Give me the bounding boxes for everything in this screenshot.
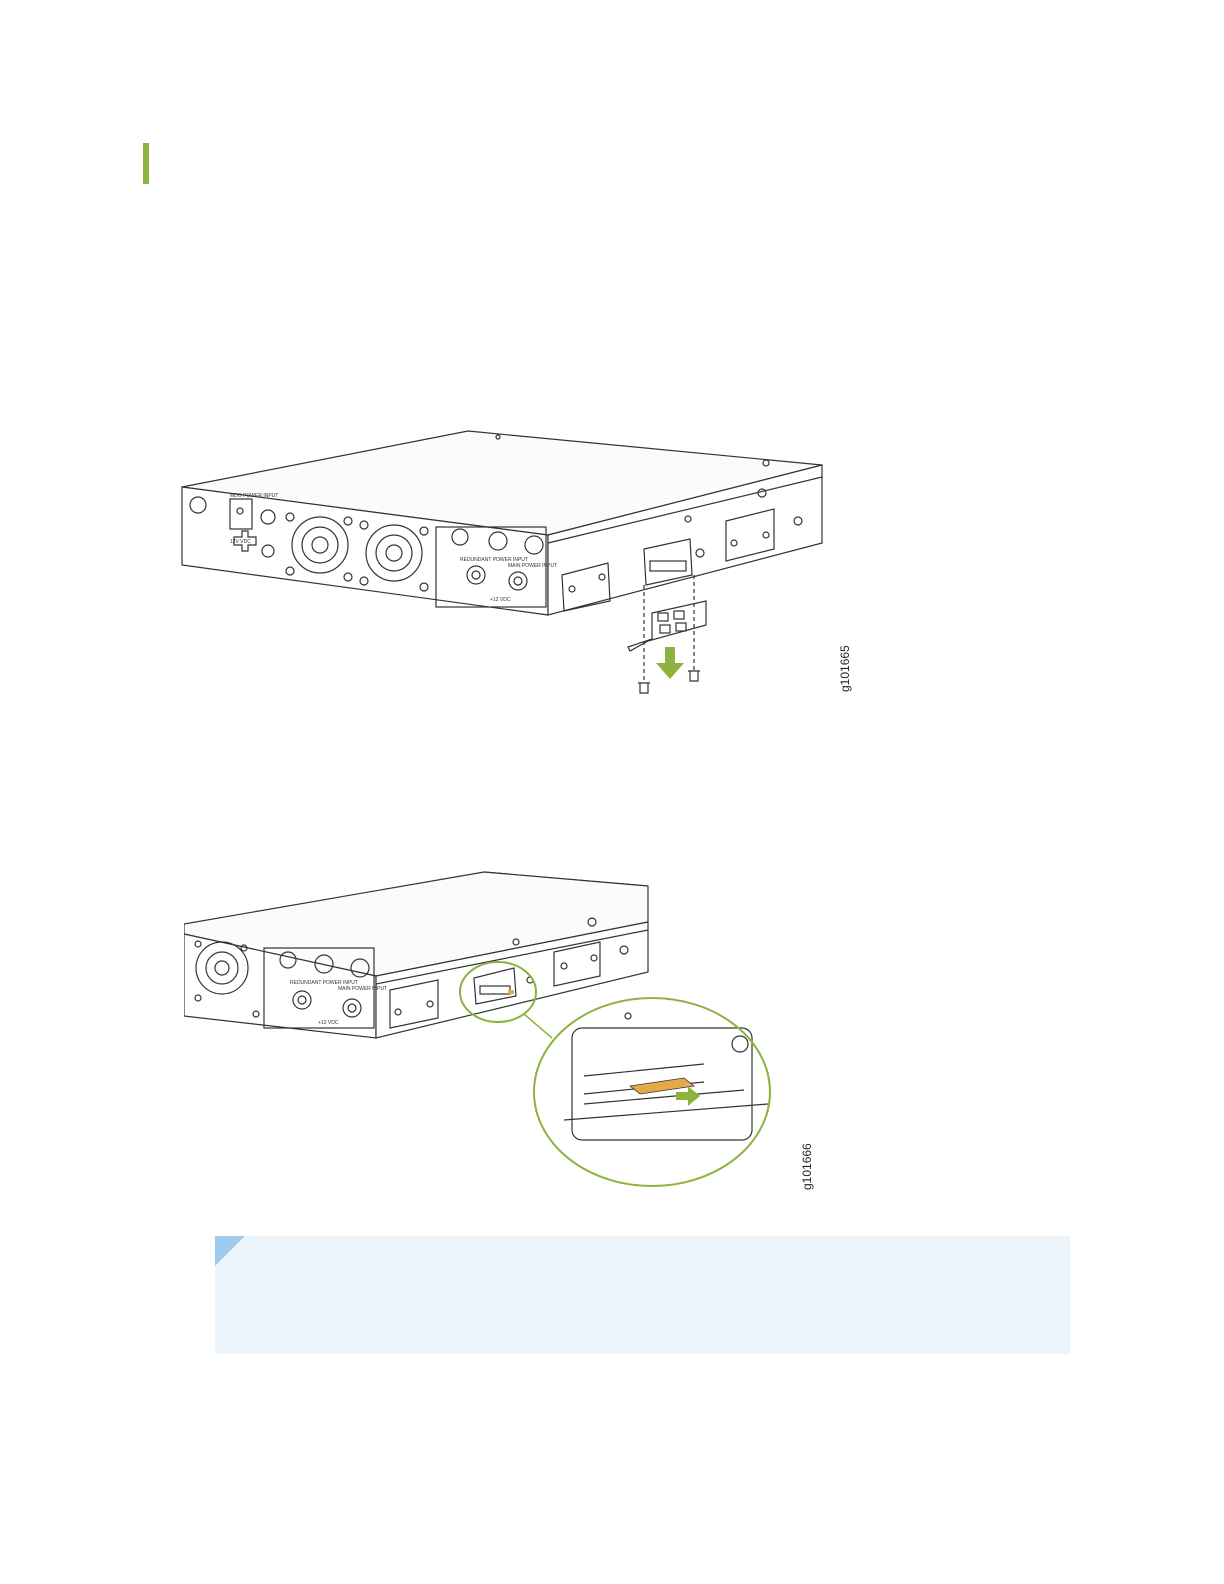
figure-id-2: g101666 <box>800 1143 814 1190</box>
figure-remove-bracket: MDO POWER INPUT 12V VDC REDUNDANT POWER … <box>178 425 858 715</box>
device-illustration-1: MDO POWER INPUT 12V VDC REDUNDANT POWER … <box>178 425 858 715</box>
label-dc-voltage: 12V VDC <box>230 539 251 545</box>
section-accent-bar <box>143 143 149 184</box>
label-main-power: MAIN POWER INPUT <box>508 563 557 569</box>
label-main-power-2: MAIN POWER INPUT <box>338 986 387 992</box>
figure-remove-card: REDUNDANT POWER INPUT MAIN POWER INPUT +… <box>184 868 814 1190</box>
label-dc-power: MDO POWER INPUT <box>230 493 278 499</box>
figure-id-1: g101665 <box>838 645 852 692</box>
label-vdc: +12 VDC <box>490 597 511 603</box>
device-illustration-2: REDUNDANT POWER INPUT MAIN POWER INPUT +… <box>184 868 814 1190</box>
note-corner-icon <box>215 1236 245 1266</box>
label-vdc-2: +12 VDC <box>318 1020 339 1026</box>
note-box <box>215 1236 1070 1354</box>
